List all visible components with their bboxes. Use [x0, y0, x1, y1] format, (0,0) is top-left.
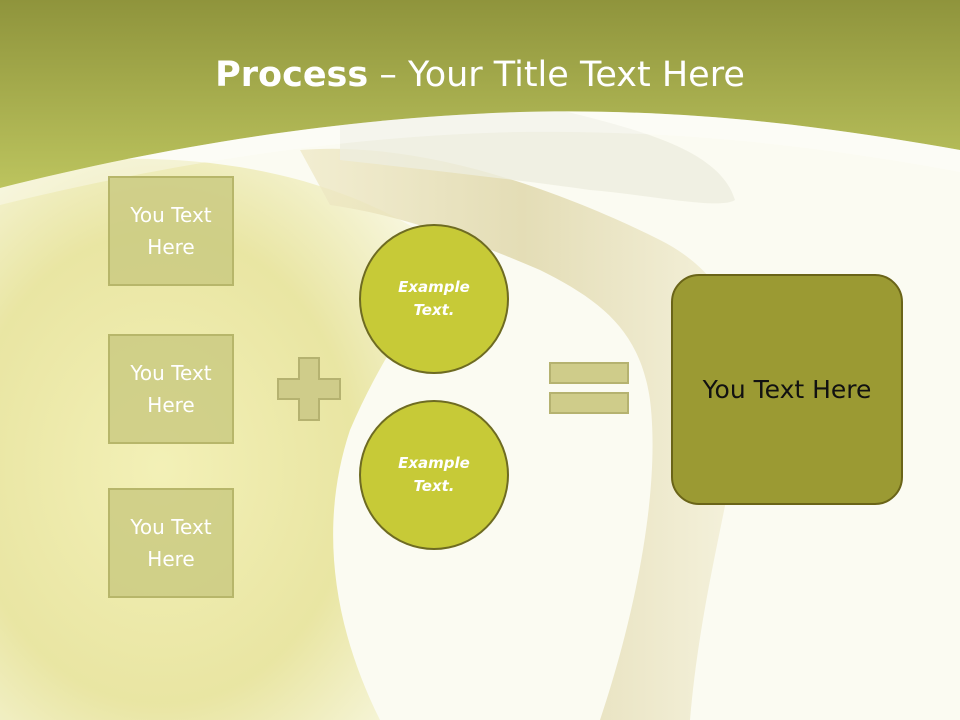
result-box-label: You Text Here: [702, 375, 872, 404]
title-bold: Process: [215, 55, 369, 95]
title-rest: – Your Title Text Here: [368, 55, 745, 95]
input-box-2: You Text Here: [108, 334, 234, 444]
input-box-1: You Text Here: [108, 176, 234, 286]
slide-title: Process – Your Title Text Here: [0, 52, 960, 98]
plus-icon: [277, 357, 341, 421]
input-box-2-label: You Text Here: [130, 361, 212, 417]
example-circle-1-label: Example Text.: [398, 278, 470, 319]
example-circle-2-label: Example Text.: [398, 454, 470, 495]
equals-icon: [549, 362, 629, 414]
example-circle-1: Example Text.: [359, 224, 509, 374]
input-box-3-label: You Text Here: [130, 515, 212, 571]
result-box: You Text Here: [671, 274, 903, 505]
example-circle-2: Example Text.: [359, 400, 509, 550]
input-box-3: You Text Here: [108, 488, 234, 598]
input-box-1-label: You Text Here: [130, 203, 212, 259]
